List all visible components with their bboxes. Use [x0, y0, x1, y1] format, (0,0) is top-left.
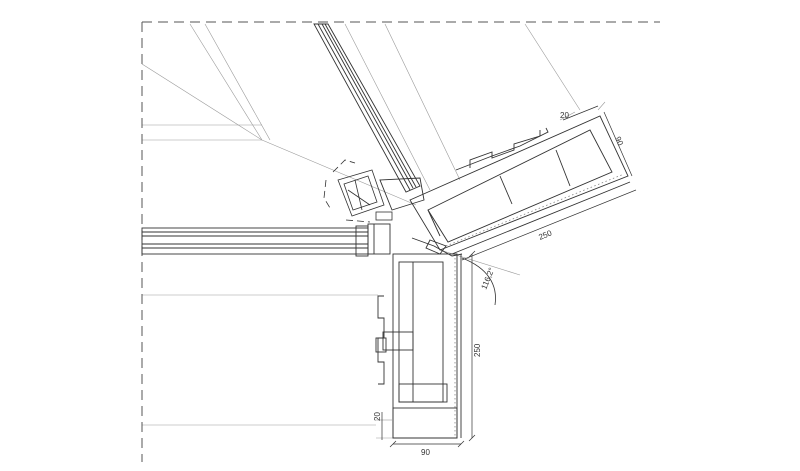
lower-frame-member	[375, 253, 462, 439]
lower-clip-block-2	[382, 331, 414, 351]
diagonal-ref-3	[524, 23, 581, 111]
hatch-upper-skin	[445, 173, 625, 247]
reference-lines	[141, 23, 606, 439]
dim-line-top-gap	[562, 105, 599, 121]
dim-line-top-depth	[603, 111, 633, 177]
upper-frame-clip	[455, 127, 549, 171]
dim-bottom-length: 250	[473, 343, 482, 357]
dim-bottom-gap: 20	[373, 412, 382, 421]
upper-frame-inner	[427, 129, 613, 243]
left-glazing-band	[141, 223, 391, 257]
left-roof-upper	[189, 23, 263, 141]
corner-joint-inner	[343, 175, 378, 211]
diagonal-glazing-outer	[313, 23, 421, 193]
corner-joint	[323, 159, 393, 223]
angle-arc	[461, 257, 496, 306]
corner-joint-detail-2	[354, 179, 363, 211]
dimension-lines	[381, 105, 637, 448]
upper-frame-web-1	[427, 209, 441, 237]
dim-line-top-length	[461, 189, 637, 261]
upper-frame-outer	[409, 115, 629, 251]
corner-flashing	[411, 237, 463, 257]
insulation-hatch	[445, 173, 625, 436]
left-roof-inner	[204, 23, 271, 141]
dim-ext-top-2	[597, 101, 606, 111]
corner-bracket-left	[323, 179, 331, 209]
diagonal-ref-2	[384, 23, 461, 181]
lower-frame-outer	[392, 253, 458, 439]
dim-top-gap: 20	[560, 111, 569, 120]
flashing-line	[411, 237, 463, 257]
dim-top-depth: 90	[613, 135, 625, 147]
upper-frame-web-2	[499, 175, 513, 205]
lower-frame-base	[398, 383, 448, 403]
diagonal-frame-node	[379, 177, 425, 211]
dim-ext-top-1	[559, 111, 576, 121]
upper-frame-web-3	[555, 149, 571, 187]
lower-clip-block-1	[375, 337, 387, 353]
lower-frame-foot	[392, 407, 458, 439]
diagonal-glazing-band	[313, 23, 425, 211]
dim-tick-bw-2	[457, 440, 465, 448]
upper-frame-clip-teeth	[469, 130, 541, 168]
dim-tick-bw-1	[389, 440, 397, 448]
corner-joint-outer	[337, 169, 385, 217]
frame-node-left	[367, 223, 391, 255]
section-boundary	[141, 21, 660, 462]
corner-small-block	[375, 211, 393, 221]
dim-top-length: 250	[537, 228, 553, 242]
diagonal-glazing-line-3	[324, 23, 417, 188]
upper-frame-skin	[451, 181, 631, 255]
corner-bracket-top	[332, 159, 356, 173]
diagonal-ref-1	[344, 23, 431, 191]
glazing-end-block	[355, 225, 369, 257]
diagonal-glazing-line-1	[317, 23, 411, 191]
corner-bracket-bottom	[345, 219, 371, 223]
flashing-cap	[425, 239, 447, 255]
upper-frame-member	[409, 115, 631, 255]
dim-tick-bl-2	[468, 434, 476, 442]
diagonal-glazing-line-2	[321, 23, 414, 189]
dim-bottom-width: 90	[421, 448, 430, 457]
dim-tick-bl-1	[468, 250, 476, 258]
dimension-labels: 20 90 250 116,2° 250 20 90	[373, 111, 625, 457]
